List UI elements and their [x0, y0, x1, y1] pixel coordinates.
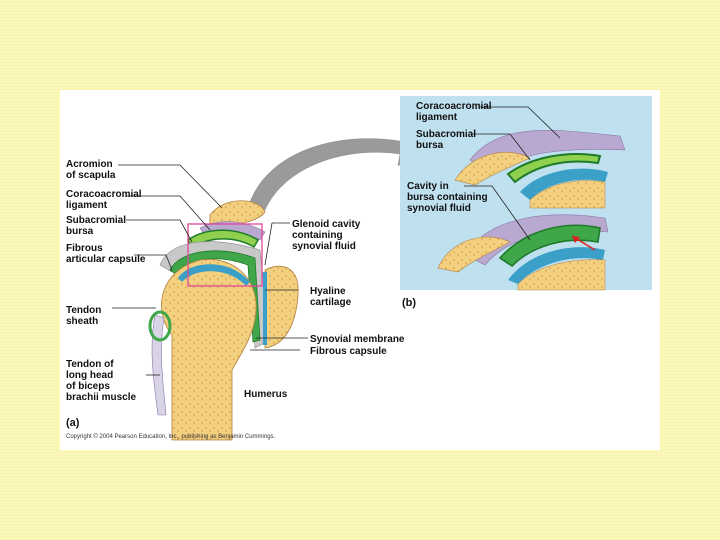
humerus [161, 258, 257, 441]
label-fibrous-articular-capsule: Fibrous articular capsule [66, 243, 146, 265]
label-fibrous-capsule: Fibrous capsule [310, 346, 387, 357]
copyright-text: Copyright © 2004 Pearson Education, Inc.… [66, 434, 276, 440]
zoom-box [187, 223, 263, 287]
part-label-a: (a) [66, 417, 80, 429]
label-b-subacromial-bursa: Subacromial bursa [416, 129, 477, 151]
panel-a-illustration [112, 125, 421, 441]
glenoid-cartilage [263, 272, 267, 345]
figure-artwork [112, 96, 652, 441]
humeral-cartilage [178, 264, 250, 286]
panel-b-illustration [400, 96, 652, 291]
label-b-cavity-in-bursa: Cavity in bursa containing synovial flui… [407, 181, 488, 214]
anatomy-figure: Acromion of scapula Coracoacromial ligam… [60, 90, 660, 450]
label-acromion: Acromion of scapula [66, 159, 116, 181]
label-subacromial-bursa: Subacromial bursa [66, 215, 127, 237]
label-coracoacromial-ligament: Coracoacromial ligament [66, 189, 142, 211]
tendon-sheath-shape [148, 310, 172, 342]
label-hyaline-cartilage: Hyaline cartilage [310, 286, 352, 308]
zoom-arrow [249, 125, 421, 211]
label-humerus: Humerus [244, 389, 288, 400]
part-label-b: (b) [402, 297, 417, 309]
label-glenoid-cavity: Glenoid cavity containing synovial fluid [292, 219, 361, 252]
biceps-tendon [151, 314, 167, 416]
label-synovial-membrane: Synovial membrane [310, 334, 405, 345]
label-b-coracoacromial-ligament: Coracoacromial ligament [416, 101, 492, 123]
label-tendon-biceps: Tendon of long head of biceps brachii mu… [66, 359, 137, 403]
scapula [264, 265, 299, 349]
label-tendon-sheath: Tendon sheath [66, 305, 102, 327]
